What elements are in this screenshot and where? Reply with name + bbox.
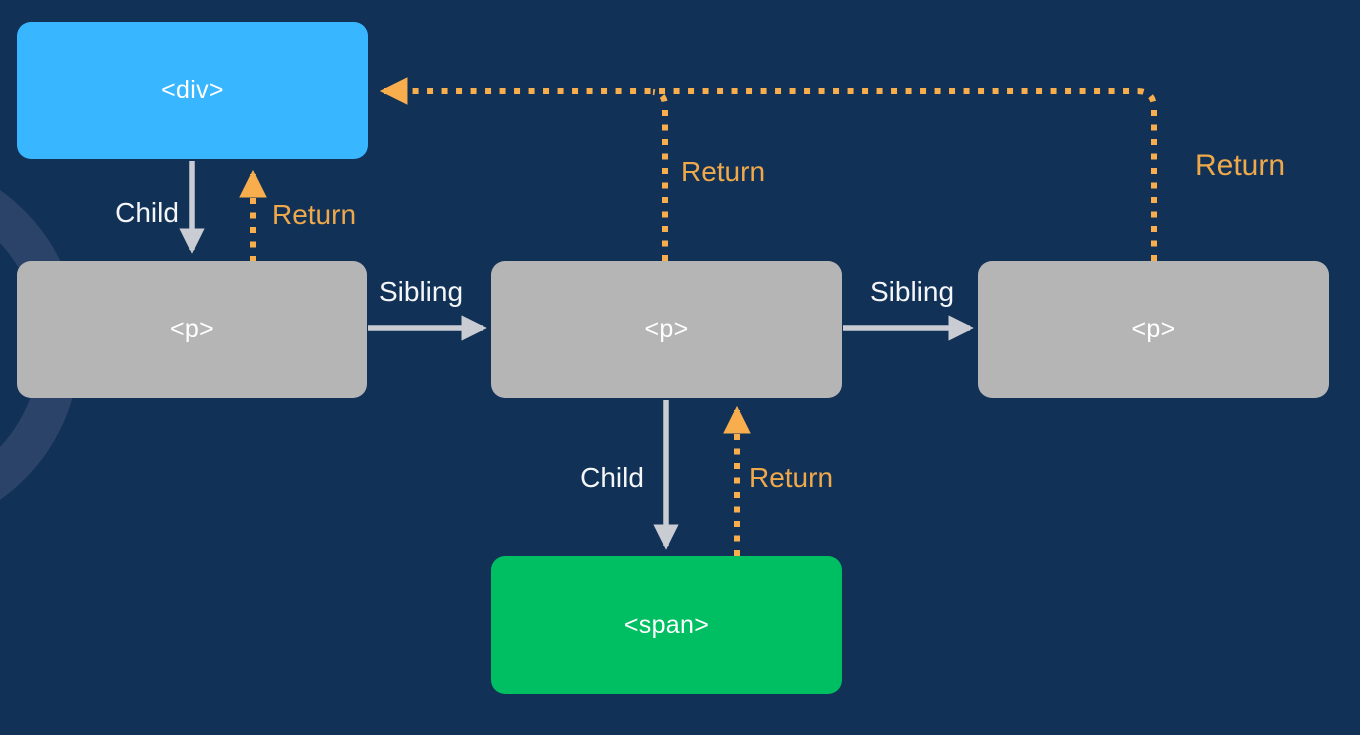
label-return-p2-div: Return	[680, 156, 766, 187]
node-p-2: <p>	[491, 261, 842, 398]
node-p-3-label: <p>	[1131, 315, 1176, 343]
label-return-p1-div: Return	[271, 199, 357, 230]
node-p-1-label: <p>	[169, 315, 214, 343]
node-p-1: <p>	[17, 261, 367, 398]
label-return-span-p2: Return	[748, 462, 834, 493]
edge-return-p3-to-div	[379, 77, 1157, 261]
label-child-top: Child	[115, 197, 179, 228]
node-div: <div>	[17, 22, 368, 159]
node-p-2-label: <p>	[644, 315, 689, 343]
node-span-label: <span>	[623, 610, 710, 639]
node-div-label: <div>	[161, 76, 224, 104]
label-sibling-right: Sibling	[869, 276, 955, 307]
label-child-bottom: Child	[580, 462, 644, 493]
node-p-3: <p>	[978, 261, 1329, 398]
label-return-p3-div: Return	[1194, 149, 1286, 182]
label-sibling-left: Sibling	[378, 276, 464, 307]
edge-return-p2-to-div	[652, 89, 668, 261]
node-span: <span>	[491, 556, 842, 694]
